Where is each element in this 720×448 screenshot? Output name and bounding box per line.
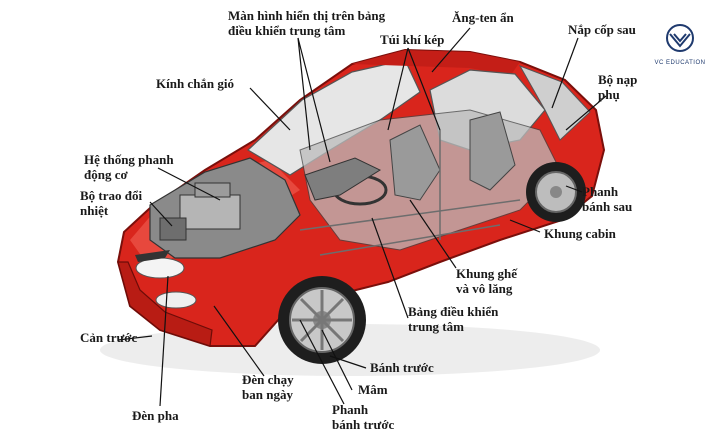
label-he-thong-phanh: Hệ thống phanh động cơ	[84, 152, 174, 182]
label-phanh-sau: Phanh bánh sau	[582, 184, 633, 214]
dashboard	[304, 157, 382, 201]
grille	[135, 250, 170, 262]
label-kinh-chan-gio: Kính chắn gió	[156, 76, 235, 91]
label-banh-truoc: Bánh trước	[370, 360, 434, 375]
label-man-hinh: Màn hình hiển thị trên bảng điều khiển t…	[228, 8, 386, 38]
label-ang-ten: Ăng-ten ẩn	[452, 10, 514, 25]
label-bo-trao-doi: Bộ trao đổi nhiệt	[80, 188, 143, 218]
label-khung-cabin: Khung cabin	[544, 226, 616, 241]
logo-text: VC EDUCATION	[654, 60, 706, 66]
label-phanh-truoc: Phanh bánh trước	[332, 402, 395, 432]
label-bang-dieu-khien: Bảng điều khiển trung tâm	[408, 304, 499, 334]
logo-emblem-icon	[666, 24, 694, 52]
front-bumper	[117, 261, 213, 347]
rear-glass	[518, 65, 591, 141]
label-den-chay: Đèn chạy ban ngày	[242, 372, 294, 402]
label-bo-nap: Bộ nạp phụ	[598, 72, 638, 102]
heat-exchanger	[159, 217, 187, 241]
label-nap-cop: Nắp cốp sau	[568, 22, 636, 37]
label-mam: Mâm	[358, 382, 388, 397]
daytime-running-light	[155, 291, 197, 309]
vc-education-logo: VC EDUCATION	[650, 22, 710, 72]
cabin-frame	[299, 130, 521, 256]
engine-block	[179, 194, 241, 230]
label-can-truoc: Cản trước	[80, 330, 138, 345]
label-tui-khi: Túi khí kép	[380, 32, 445, 47]
seat-front	[389, 124, 441, 201]
seat-rear	[469, 111, 516, 191]
label-khung-ghe: Khung ghế và vô lăng	[456, 266, 518, 296]
leader-lines	[117, 27, 607, 407]
roof	[352, 50, 520, 76]
engine-top	[194, 182, 231, 198]
label-den-pha: Đèn pha	[132, 408, 179, 423]
rear-wheel	[526, 162, 586, 222]
front-wheel	[278, 276, 366, 364]
